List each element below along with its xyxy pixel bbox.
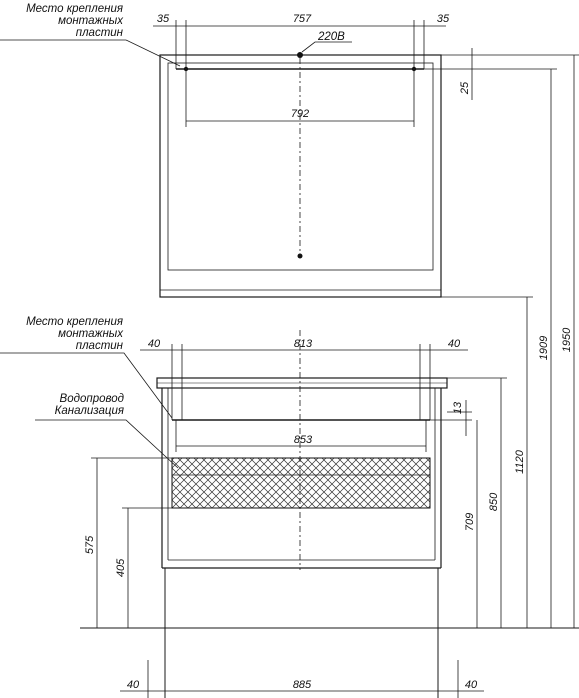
water-label-1: Водопровод [60, 393, 124, 405]
mount-mid-label-3: пластин [76, 340, 124, 352]
water-leader [35, 419, 179, 469]
dim-mirror-bottom-height: 1120 [514, 449, 526, 474]
dim-bottom-side-left: 40 [127, 679, 140, 691]
dim-mirror-mount-span: 757 [293, 13, 312, 25]
dim-total-height: 1950 [561, 327, 573, 352]
water-label-2: Канализация [55, 405, 124, 417]
dim-drain-height: 405 [115, 558, 127, 577]
dim-mirror-inner-width: 792 [291, 108, 309, 120]
mount-mid-label-2: монтажных [58, 328, 124, 340]
dim-cabinet-top-offset: 13 [452, 401, 464, 414]
dim-mirror-side-right: 35 [437, 13, 450, 25]
mount-top-label-1: Место крепления [26, 3, 123, 15]
power-leader [301, 41, 352, 53]
mount-top-label-3: пластин [76, 27, 124, 39]
dim-cabinet-mount-span: 813 [294, 338, 313, 350]
dim-mount-height: 1909 [538, 336, 550, 360]
dim-cabinet-side-right: 40 [448, 338, 461, 350]
bottom-width-dimension [120, 660, 484, 698]
mount-mid-leader [0, 352, 173, 419]
dim-mirror-side-left: 35 [157, 13, 170, 25]
dim-total-width: 885 [293, 679, 312, 691]
mirror-drawing [0, 20, 478, 298]
cabinet-drawing [0, 330, 472, 698]
height-dimensions [80, 54, 579, 629]
mount-top-leader [0, 39, 181, 67]
dim-counter-height: 850 [488, 492, 500, 511]
mirror-inner-frame [167, 62, 434, 271]
annotation-text: Место крепления монтажных пластин 220В 3… [26, 3, 573, 691]
dim-bottom-side-right: 40 [465, 679, 478, 691]
power-socket-icon [297, 52, 303, 58]
dim-water-height: 575 [84, 535, 96, 554]
mirror-frame [159, 54, 442, 298]
dim-cabinet-side-left: 40 [148, 338, 161, 350]
mount-mid-label-1: Место крепления [26, 316, 123, 328]
mount-top-label-2: монтажных [58, 15, 124, 27]
dim-body-top-height: 709 [464, 513, 476, 531]
dim-mirror-top-offset: 25 [459, 81, 471, 95]
power-label: 220В [317, 31, 345, 43]
drawer-front [171, 457, 431, 509]
dim-cabinet-inner-width: 853 [294, 434, 313, 446]
